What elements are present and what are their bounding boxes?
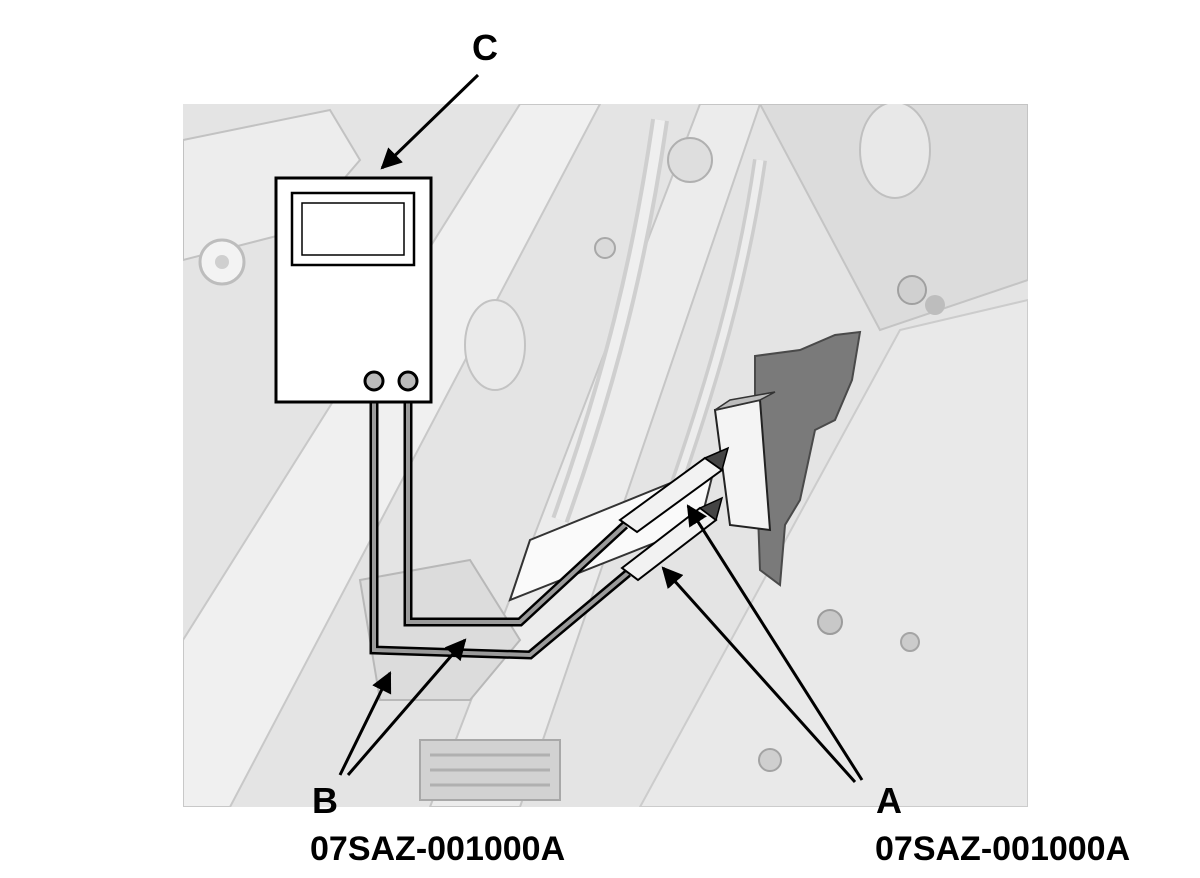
callout-a-letter: A: [876, 780, 902, 821]
arrow-a-1: [686, 504, 864, 781]
arrow-b-1: [338, 671, 392, 776]
callout-c-letter: C: [472, 27, 498, 68]
arrow-a-2: [661, 566, 857, 784]
connector-icon: [713, 330, 862, 587]
callout-b-letter: B: [312, 780, 338, 821]
arrow-c: [380, 73, 480, 170]
callout-b-part-number: 07SAZ-001000A: [310, 830, 565, 868]
background-panel: [183, 104, 1028, 807]
arrow-b-2: [346, 638, 467, 776]
multimeter-icon: [274, 176, 433, 404]
callout-a-part-number: 07SAZ-001000A: [875, 830, 1130, 868]
callout-arrows: [338, 73, 864, 784]
